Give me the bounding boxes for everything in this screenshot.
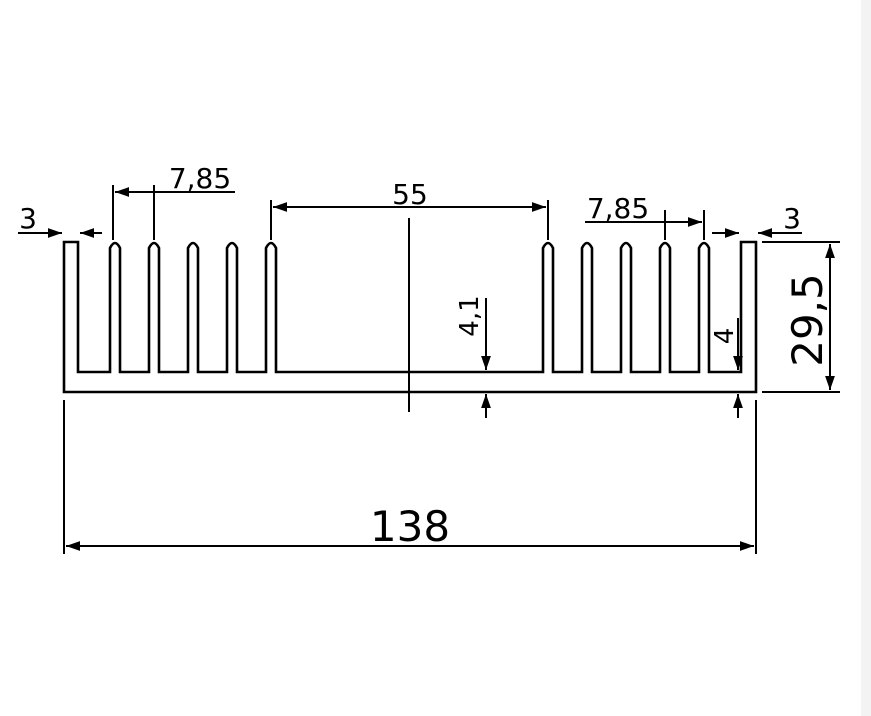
dimension-base-thickness-right: 4 [710, 328, 740, 345]
dimension-fin-pitch-left: 7,85 [169, 162, 231, 195]
dimension-overall-width: 138 [370, 502, 450, 551]
page-edge-strip [861, 0, 871, 716]
dimension-center-gap: 55 [392, 178, 428, 211]
dimension-base-thickness-center: 4,1 [455, 295, 485, 336]
dimension-edge-fin-left: 3 [19, 202, 37, 235]
heatsink-profile-outline [62, 240, 758, 394]
dimension-fin-pitch-right: 7,85 [587, 192, 649, 225]
dimension-height: 29,5 [783, 273, 832, 367]
dimension-edge-fin-right: 3 [783, 202, 801, 235]
